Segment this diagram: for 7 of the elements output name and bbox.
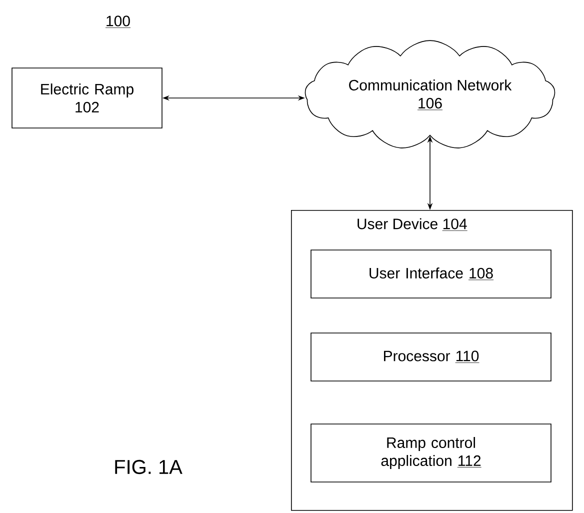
process-box: Processor 110 bbox=[310, 332, 552, 382]
process-box: User Interface 108 bbox=[310, 250, 552, 298]
process-box: Ramp control application 112 bbox=[310, 424, 552, 482]
figure-number: 100 bbox=[105, 16, 131, 28]
network-cloud: Communication Network 106 bbox=[304, 40, 556, 148]
figure-label: FIG. 1A bbox=[115, 460, 182, 474]
process-box: Electric Ramp 102 bbox=[12, 68, 162, 128]
